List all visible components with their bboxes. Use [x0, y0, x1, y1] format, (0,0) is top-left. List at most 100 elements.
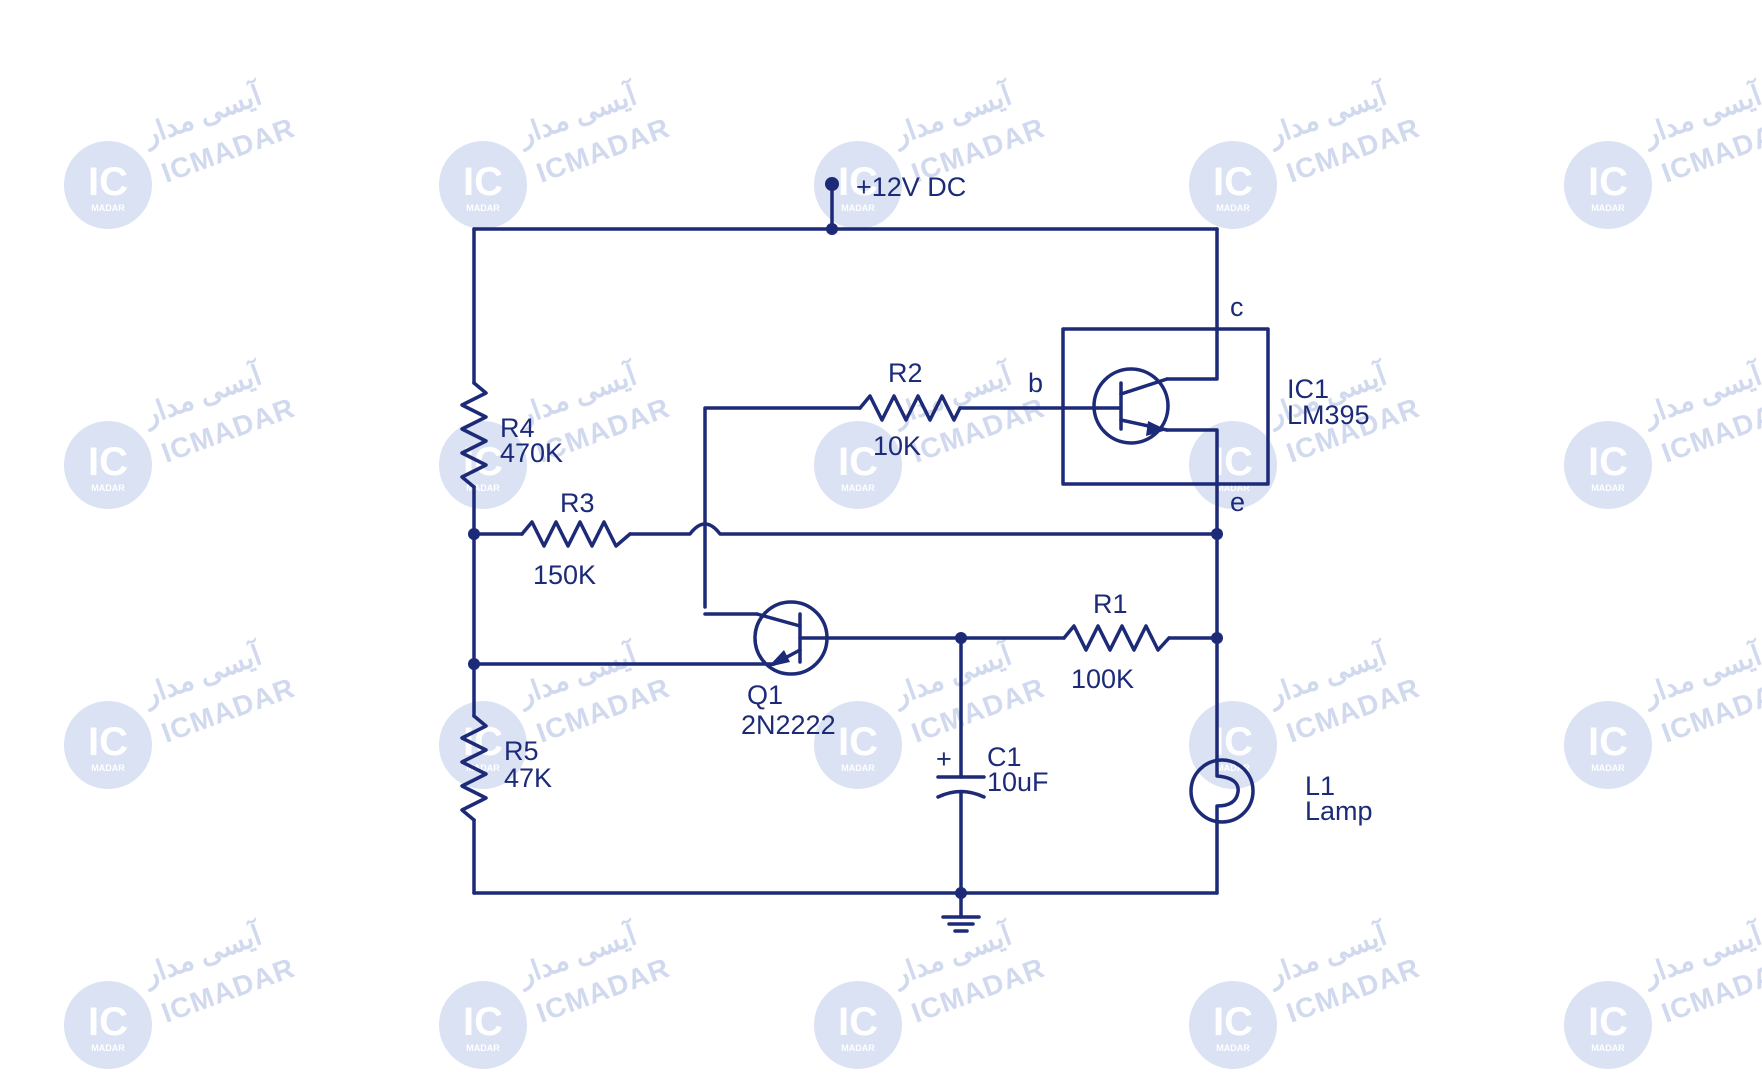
watermark-logo-icon: [64, 701, 152, 789]
c1-value: 10uF: [987, 767, 1049, 797]
q1-name: Q1: [747, 680, 783, 710]
watermark-logo-text: IC: [838, 160, 878, 204]
watermark-logo-text: IC: [1588, 1000, 1628, 1044]
watermark-logo-sub: MADAR: [466, 203, 500, 213]
watermark-logo-text: IC: [1213, 440, 1253, 484]
watermark-logo-icon: [814, 421, 902, 509]
r4-name: R4: [500, 413, 535, 443]
watermark-logo-icon: [814, 141, 902, 229]
watermark-logo-icon: [64, 981, 152, 1069]
r3-value: 150K: [533, 560, 596, 590]
ground-symbol: [941, 915, 981, 933]
watermark-logo-sub: MADAR: [91, 1043, 125, 1053]
watermark-logo-sub: MADAR: [1216, 763, 1250, 773]
watermark-logo-icon: [1564, 421, 1652, 509]
watermark-logo-icon: [814, 981, 902, 1069]
watermark-logo-sub: MADAR: [1216, 203, 1250, 213]
watermark-logo-text: IC: [463, 1000, 503, 1044]
watermark-logo-text: IC: [838, 1000, 878, 1044]
watermark-logo-text: IC: [88, 440, 128, 484]
watermark-logo-sub: MADAR: [91, 483, 125, 493]
c1-name: C1: [987, 742, 1022, 772]
watermark-logo-text: IC: [838, 720, 878, 764]
c1-polarity-mark: +: [936, 744, 952, 774]
watermark-logo-text: IC: [1588, 160, 1628, 204]
junction-q1-emitter: [468, 658, 480, 670]
transistor-q1: [753, 600, 829, 676]
watermark-logo-sub: MADAR: [841, 203, 875, 213]
junction-r1-right: [1211, 632, 1223, 644]
wires: [472, 182, 1219, 919]
junction-top-rail: [826, 223, 838, 235]
resistor-r4: [460, 381, 488, 489]
watermark-logo-icon: [1189, 701, 1277, 789]
watermark-logo-icon: [814, 701, 902, 789]
ic1-lm395: [1061, 327, 1270, 486]
watermark-logo-icon: [1564, 701, 1652, 789]
watermark-logo-icon: [1189, 141, 1277, 229]
watermark-logo-sub: MADAR: [1591, 763, 1625, 773]
watermark-logo-sub: MADAR: [841, 1043, 875, 1053]
watermark-logo-text: IC: [463, 160, 503, 204]
watermark-logo-text: IC: [1213, 160, 1253, 204]
emitter-wire: [1165, 428, 1219, 536]
watermark-logo-text: IC: [88, 160, 128, 204]
watermark-logo-text: IC: [1588, 720, 1628, 764]
watermark-logo-sub: MADAR: [466, 1043, 500, 1053]
r5-name: R5: [504, 736, 539, 766]
watermark-logo-text: IC: [1213, 1000, 1253, 1044]
pin-c-label: c: [1230, 292, 1244, 322]
junction-c1-top: [955, 632, 967, 644]
r2-name: R2: [888, 358, 923, 388]
watermark-logo-icon: [439, 141, 527, 229]
r1-name: R1: [1093, 589, 1128, 619]
capacitor-c1: [936, 775, 986, 799]
ic1-value: LM395: [1287, 400, 1370, 430]
r3-hop-wire: [628, 522, 1219, 536]
watermark-logo-icon: [64, 141, 152, 229]
watermark-logo-icon: [1564, 141, 1652, 229]
watermark-logo-sub: MADAR: [1216, 1043, 1250, 1053]
watermark-logo-sub: MADAR: [91, 203, 125, 213]
ic1-name: IC1: [1287, 374, 1329, 404]
pin-b-label: b: [1028, 368, 1043, 398]
watermark-logo-sub: MADAR: [1216, 483, 1250, 493]
supply-terminal: [825, 177, 839, 191]
watermark-logo-sub: MADAR: [466, 483, 500, 493]
r4-value: 470K: [500, 438, 563, 468]
collector-wire: [1165, 227, 1219, 381]
watermark-logo-sub: MADAR: [841, 763, 875, 773]
r2-value: 10K: [873, 431, 921, 461]
supply-label: +12V DC: [856, 172, 966, 202]
junctions: [468, 177, 1223, 899]
watermark-logo-sub: MADAR: [466, 763, 500, 773]
watermark-logo-icon: [1564, 981, 1652, 1069]
watermark-logo-text: IC: [838, 440, 878, 484]
watermark-logo-icon: [439, 701, 527, 789]
r1-value: 100K: [1071, 664, 1134, 694]
watermark-logo-text: IC: [1213, 720, 1253, 764]
q1-value: 2N2222: [741, 710, 836, 740]
watermark-logo-icon: [439, 981, 527, 1069]
pin-e-label: e: [1230, 487, 1245, 517]
junction-r3-left: [468, 528, 480, 540]
l1-value: Lamp: [1305, 796, 1373, 826]
r5-value: 47K: [504, 763, 552, 793]
watermark-logo-icon: [1189, 981, 1277, 1069]
